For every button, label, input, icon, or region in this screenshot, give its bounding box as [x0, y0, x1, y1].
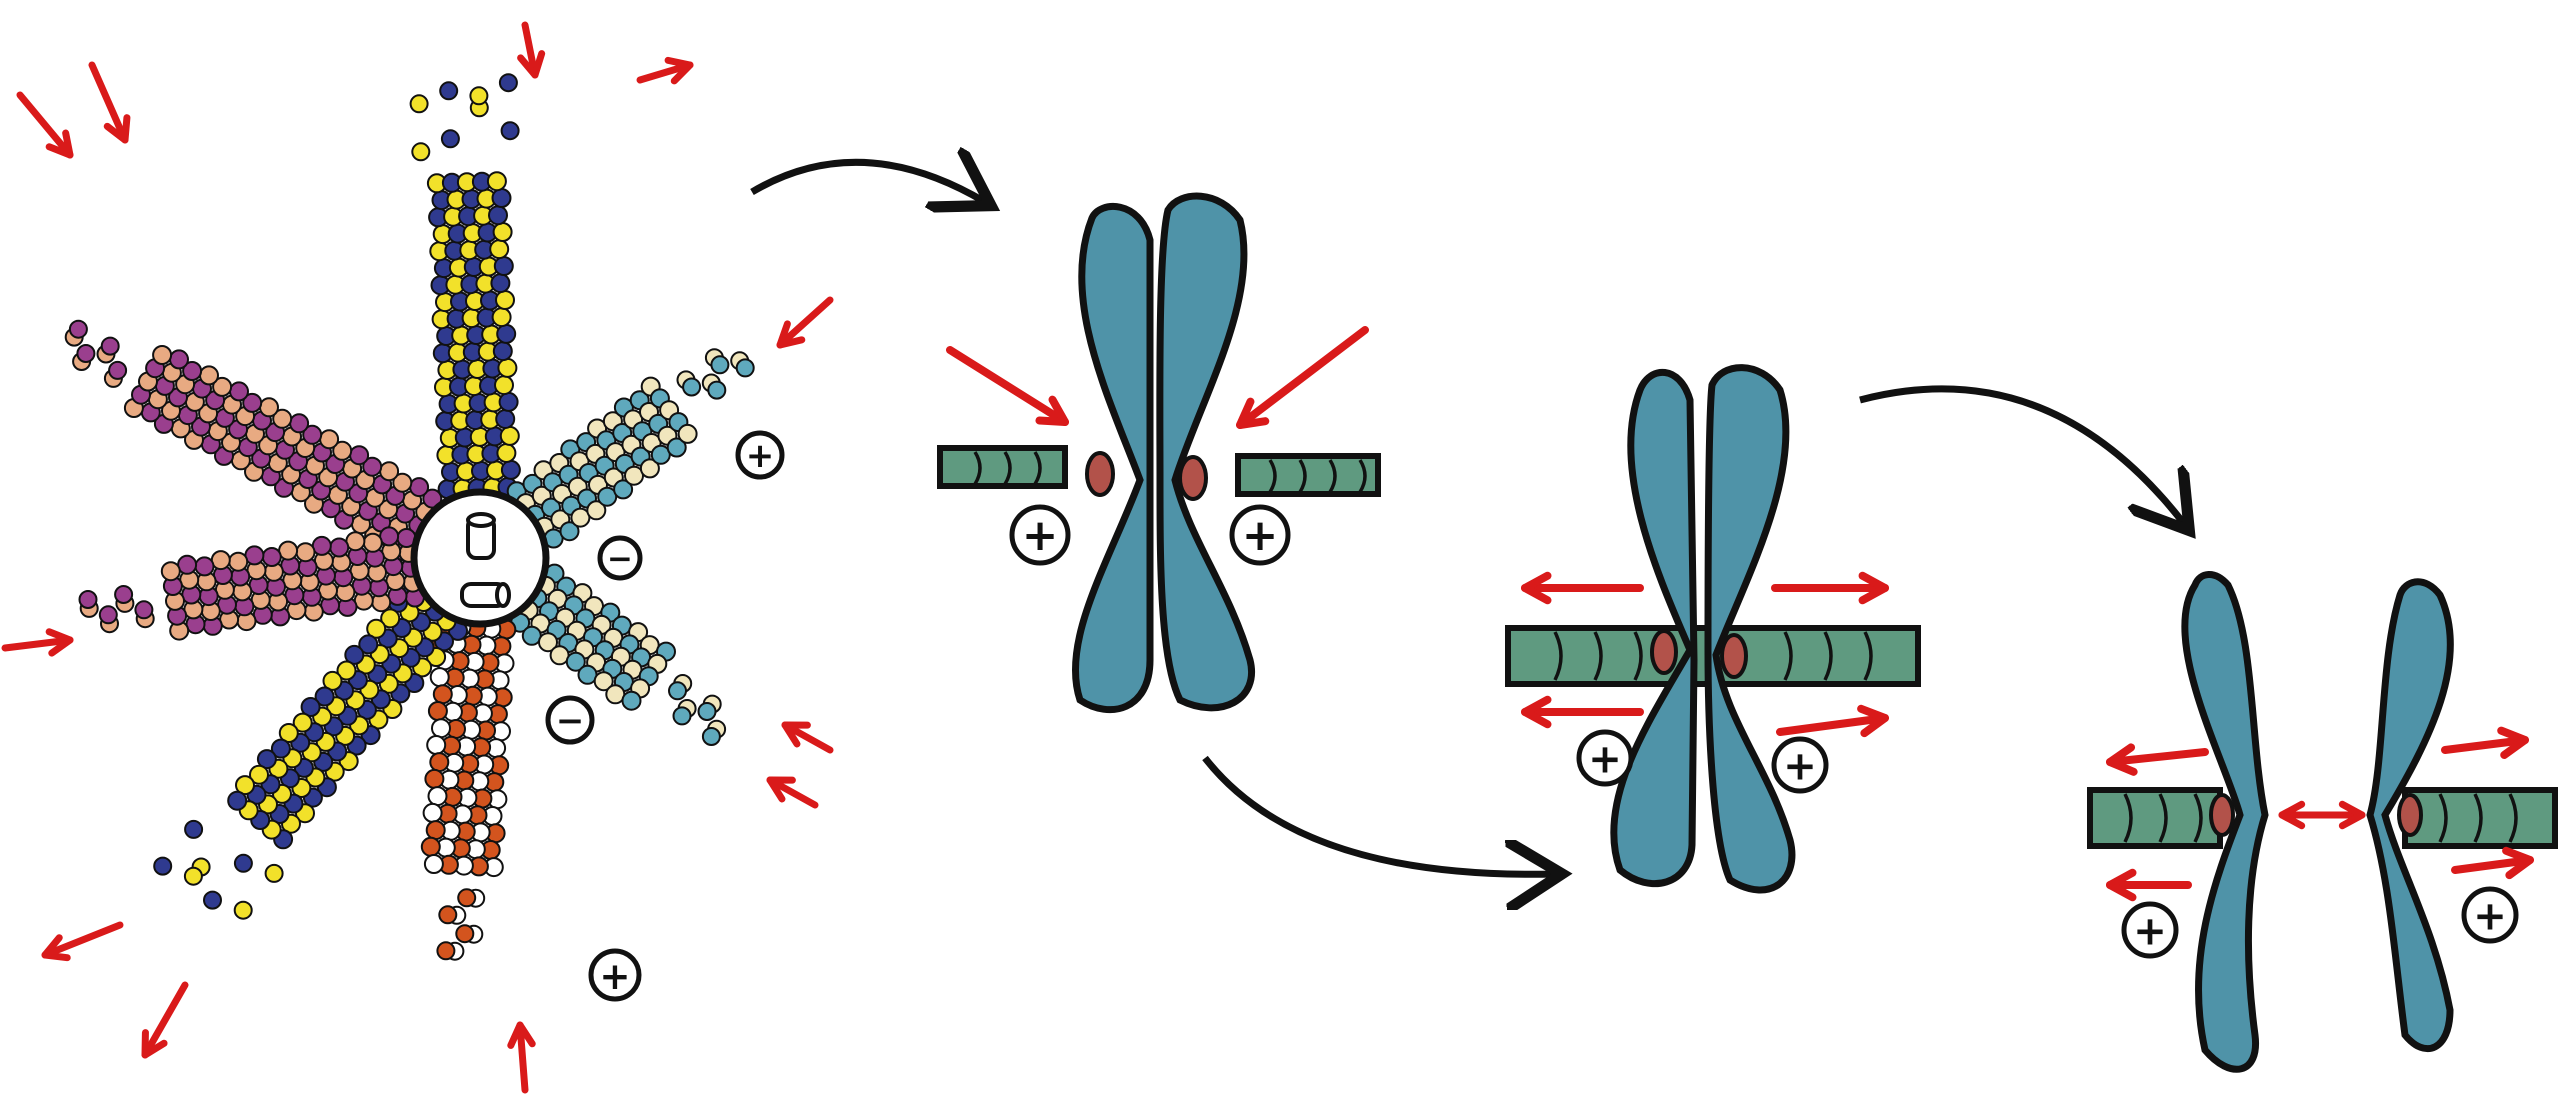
microtubule-icon: [1235, 453, 1381, 497]
microtubule-icon: [409, 73, 521, 500]
red-force-arrow-icon: [1, 628, 74, 657]
plus-end-sign: +: [1576, 729, 1634, 787]
curved-arrow-icon: [750, 162, 985, 202]
plus-end-sign: +: [2121, 901, 2179, 959]
plus-end-sign: +: [735, 430, 785, 480]
centriole-icon: [460, 582, 511, 608]
plus-end-sign: +: [588, 948, 642, 1002]
red-force-arrow-icon: [636, 56, 694, 85]
kinetochore-icon: [1720, 633, 1748, 679]
kinetochore-icon: [2209, 793, 2235, 837]
centriole-icon: [466, 512, 496, 560]
red-force-arrow-icon: [88, 61, 131, 144]
svg-text:−: −: [556, 701, 585, 741]
red-force-arrow-icon: [2441, 726, 2529, 759]
plus-end-sign: +: [1009, 504, 1071, 566]
svg-text:−: −: [607, 541, 633, 577]
kinetochore-icon: [2397, 793, 2423, 837]
red-force-arrow-icon: [1776, 704, 1889, 738]
microtubule-icon: [506, 348, 755, 549]
chromosome-icon: [1072, 192, 1255, 714]
svg-text:+: +: [1022, 511, 1058, 561]
minus-end-sign: −: [597, 535, 643, 581]
minus-end-sign: −: [545, 695, 595, 745]
red-force-arrow-icon: [2106, 743, 2209, 776]
microtubule-icon: [2087, 787, 2223, 849]
svg-text:+: +: [1242, 511, 1278, 561]
kinetochore-icon: [1085, 451, 1115, 497]
force-arrows: [1, 21, 2534, 1094]
microtubule-icon: [937, 445, 1068, 489]
chromosome-icon: [2181, 571, 2269, 1073]
microtubule-icon: [153, 582, 468, 920]
svg-text:+: +: [1588, 736, 1622, 783]
curved-arrow-icon: [1202, 755, 1555, 874]
microtubule-icon: [510, 563, 727, 746]
red-force-arrow-icon: [781, 721, 834, 754]
red-force-arrow-icon: [1521, 695, 1644, 729]
red-force-arrow-icon: [776, 296, 834, 349]
microtubule-icon: [2402, 787, 2558, 849]
plus-end-sign: +: [2461, 886, 2519, 944]
red-force-arrow-icon: [41, 921, 124, 962]
svg-text:+: +: [1783, 743, 1817, 790]
red-force-arrow-icon: [2106, 868, 2192, 902]
red-force-arrow-icon: [1521, 571, 1644, 605]
microtubule-aster: [64, 73, 755, 961]
microtubule-icon: [64, 319, 443, 562]
stage-anaphase: [2087, 571, 2558, 1073]
curved-arrow-icon: [1859, 385, 2185, 525]
svg-text:+: +: [746, 436, 775, 476]
microtubule-icon: [420, 616, 517, 961]
svg-text:+: +: [599, 954, 630, 998]
stage-congression: [937, 192, 1381, 714]
red-force-arrow-icon: [2451, 846, 2534, 880]
red-force-arrow-icon: [141, 981, 189, 1059]
svg-text:+: +: [2473, 893, 2507, 940]
chromosome-icon: [1610, 364, 1796, 894]
svg-text:+: +: [2133, 908, 2167, 955]
chromosome-icon: [2366, 578, 2454, 1053]
red-force-arrow-icon: [766, 776, 819, 809]
red-force-arrow-icon: [1236, 326, 1369, 429]
kinetochore-icon: [1650, 629, 1678, 675]
microtubule-icon: [78, 526, 425, 641]
kinetochore-icon: [1178, 455, 1208, 501]
centrosome-icon: [410, 488, 550, 628]
red-force-arrow-icon: [507, 1021, 536, 1094]
red-force-arrow-icon: [1771, 571, 1889, 605]
red-force-arrow-icon: [2278, 800, 2366, 830]
red-force-arrow-icon: [16, 91, 74, 159]
stage-metaphase: [1505, 364, 1921, 894]
plus-end-sign: +: [1229, 504, 1291, 566]
red-force-arrow-icon: [946, 346, 1069, 426]
red-force-arrow-icon: [517, 21, 546, 79]
plus-end-sign: +: [1771, 736, 1829, 794]
